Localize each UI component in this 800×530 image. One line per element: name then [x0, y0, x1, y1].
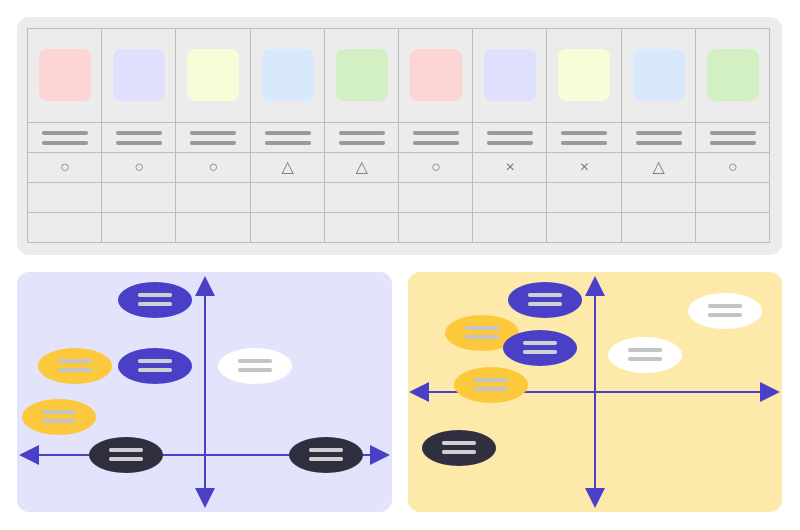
- table-cell: ○: [694, 152, 770, 183]
- table-cell: [323, 182, 399, 213]
- placeholder-text-lines: [338, 131, 385, 151]
- table-cell: ○: [175, 152, 251, 183]
- color-swatch: [261, 49, 314, 101]
- triangle-mark-icon: △: [652, 159, 665, 176]
- left-matrix-bubble: [118, 348, 192, 384]
- table-cell: [472, 212, 548, 243]
- table-cell: [546, 122, 622, 153]
- right-matrix-bubble: [688, 293, 762, 329]
- table-cell: [694, 122, 770, 153]
- placeholder-text-lines: [116, 131, 163, 151]
- triangle-mark-icon: △: [281, 159, 294, 176]
- left-matrix-bubble: [22, 399, 96, 435]
- table-cell: [175, 212, 251, 243]
- color-swatch: [632, 49, 685, 101]
- table-cell: [620, 28, 696, 123]
- placeholder-text-lines: [561, 131, 608, 151]
- table-cell: [27, 212, 103, 243]
- table-cell: [323, 122, 399, 153]
- placeholder-text-lines: [264, 131, 311, 151]
- table-cell: [546, 182, 622, 213]
- table-cell: [546, 28, 622, 123]
- placeholder-text-lines: [42, 131, 88, 151]
- table-cell: ×: [546, 152, 622, 183]
- right-matrix-bubble: [454, 367, 528, 403]
- color-swatch: [187, 49, 240, 101]
- table-cell: [249, 28, 325, 123]
- table-cell: [620, 212, 696, 243]
- table-cell: [175, 122, 251, 153]
- table-cell: ○: [101, 152, 177, 183]
- table-cell: [249, 122, 325, 153]
- table-cell: ×: [472, 152, 548, 183]
- table-cell: [323, 28, 399, 123]
- circle-mark-icon: ○: [134, 159, 145, 176]
- circle-mark-icon: ○: [431, 159, 441, 176]
- table-cell: [694, 28, 770, 123]
- placeholder-text-lines: [413, 131, 459, 151]
- color-swatch: [484, 49, 537, 101]
- circle-mark-icon: ○: [727, 159, 738, 176]
- table-cell: [101, 182, 177, 213]
- table-cell: [27, 28, 103, 123]
- color-swatch: [706, 49, 759, 101]
- cross-mark-icon: ×: [579, 159, 590, 176]
- table-cell: [323, 212, 399, 243]
- table-cell: [694, 212, 770, 243]
- table-cell: △: [620, 152, 696, 183]
- left-matrix-bubble: [38, 348, 112, 384]
- circle-mark-icon: ○: [60, 159, 70, 176]
- left-matrix-bubble: [89, 437, 163, 473]
- table-cell: ○: [27, 152, 103, 183]
- right-matrix-bubble: [508, 282, 582, 318]
- right-matrix-panel: [408, 272, 782, 512]
- left-matrix-bubble: [118, 282, 192, 318]
- table-cell: [175, 182, 251, 213]
- cross-mark-icon: ×: [505, 159, 515, 176]
- table-cell: [101, 122, 177, 153]
- circle-mark-icon: ○: [208, 159, 219, 176]
- table-cell: △: [249, 152, 325, 183]
- table-cell: [472, 122, 548, 153]
- table-cell: [398, 122, 474, 153]
- table-cell: [398, 212, 474, 243]
- table-cell: [101, 28, 177, 123]
- table-cell: [398, 28, 474, 123]
- left-matrix-bubble: [289, 437, 363, 473]
- right-matrix-bubble: [608, 337, 682, 373]
- color-swatch: [335, 49, 388, 101]
- right-matrix-bubble: [422, 430, 496, 466]
- table-cell: ○: [398, 152, 474, 183]
- table-cell: [249, 212, 325, 243]
- placeholder-text-lines: [487, 131, 534, 151]
- color-swatch: [113, 49, 166, 101]
- color-swatch: [39, 49, 91, 101]
- table-cell: [398, 182, 474, 213]
- table-cell: [27, 122, 103, 153]
- left-matrix-bubble: [218, 348, 292, 384]
- placeholder-text-lines: [709, 131, 756, 151]
- placeholder-text-lines: [190, 131, 237, 151]
- table-cell: [249, 182, 325, 213]
- table-cell: [175, 28, 251, 123]
- table-cell: [546, 212, 622, 243]
- table-cell: [620, 122, 696, 153]
- triangle-mark-icon: △: [355, 159, 368, 176]
- left-matrix-axes: [19, 276, 390, 508]
- table-cell: [27, 182, 103, 213]
- color-swatch: [558, 49, 611, 101]
- table-cell: [101, 212, 177, 243]
- table-cell: [694, 182, 770, 213]
- right-matrix-bubble: [503, 330, 577, 366]
- placeholder-text-lines: [635, 131, 682, 151]
- table-cell: [472, 28, 548, 123]
- table-cell: [472, 182, 548, 213]
- table-cell: [620, 182, 696, 213]
- table-cell: △: [323, 152, 399, 183]
- left-matrix-panel: [17, 272, 392, 512]
- color-swatch: [410, 49, 462, 101]
